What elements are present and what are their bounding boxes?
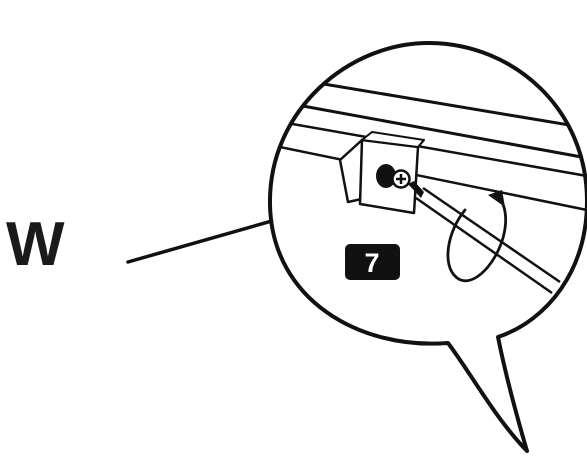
screwdriver-icon bbox=[408, 181, 561, 295]
screw-head-icon bbox=[376, 164, 411, 189]
upper-rail-edge-bottom bbox=[270, 98, 586, 160]
cam-bracket bbox=[338, 131, 425, 215]
zoom-callout-bubble bbox=[267, 40, 587, 453]
rotation-arrow-icon bbox=[446, 190, 508, 283]
panel-edge-bottom bbox=[270, 143, 586, 212]
upper-rail-edge-top bbox=[270, 73, 586, 130]
zoom-detail bbox=[270, 73, 586, 212]
step-number-badge: 7 bbox=[345, 244, 400, 280]
panel-edge-top bbox=[270, 118, 586, 178]
part-label-w: W bbox=[6, 210, 65, 279]
step-number: 7 bbox=[364, 248, 379, 278]
